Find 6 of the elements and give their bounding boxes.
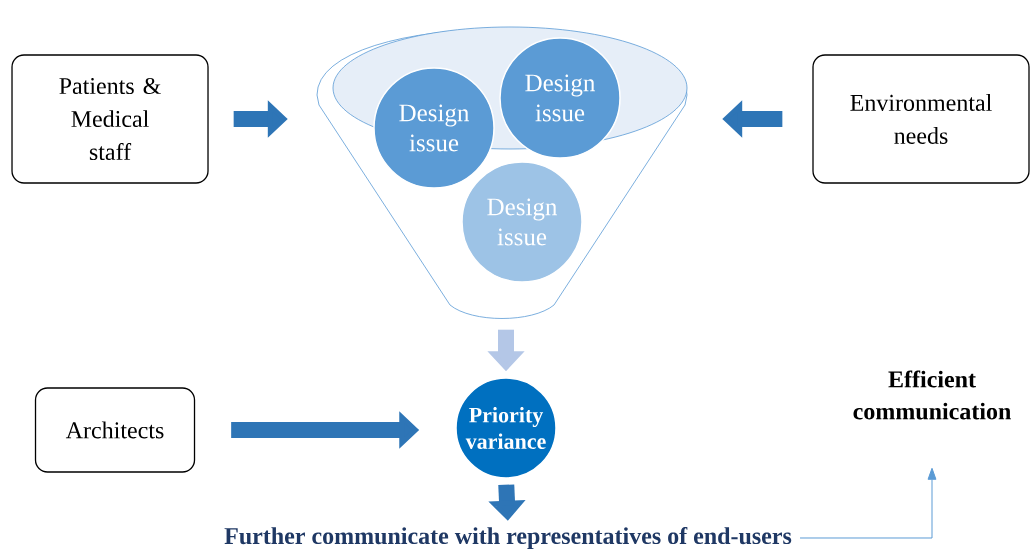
text-box: Architects [34,387,196,473]
bold-text: Efficient communication [853,370,1011,420]
text-box: Environmental needs [812,54,1030,184]
text-box: Patients & Medical staff [11,54,209,184]
arrow [799,467,937,539]
bold-text: Further communicate with representatives of end-users [224,527,792,549]
